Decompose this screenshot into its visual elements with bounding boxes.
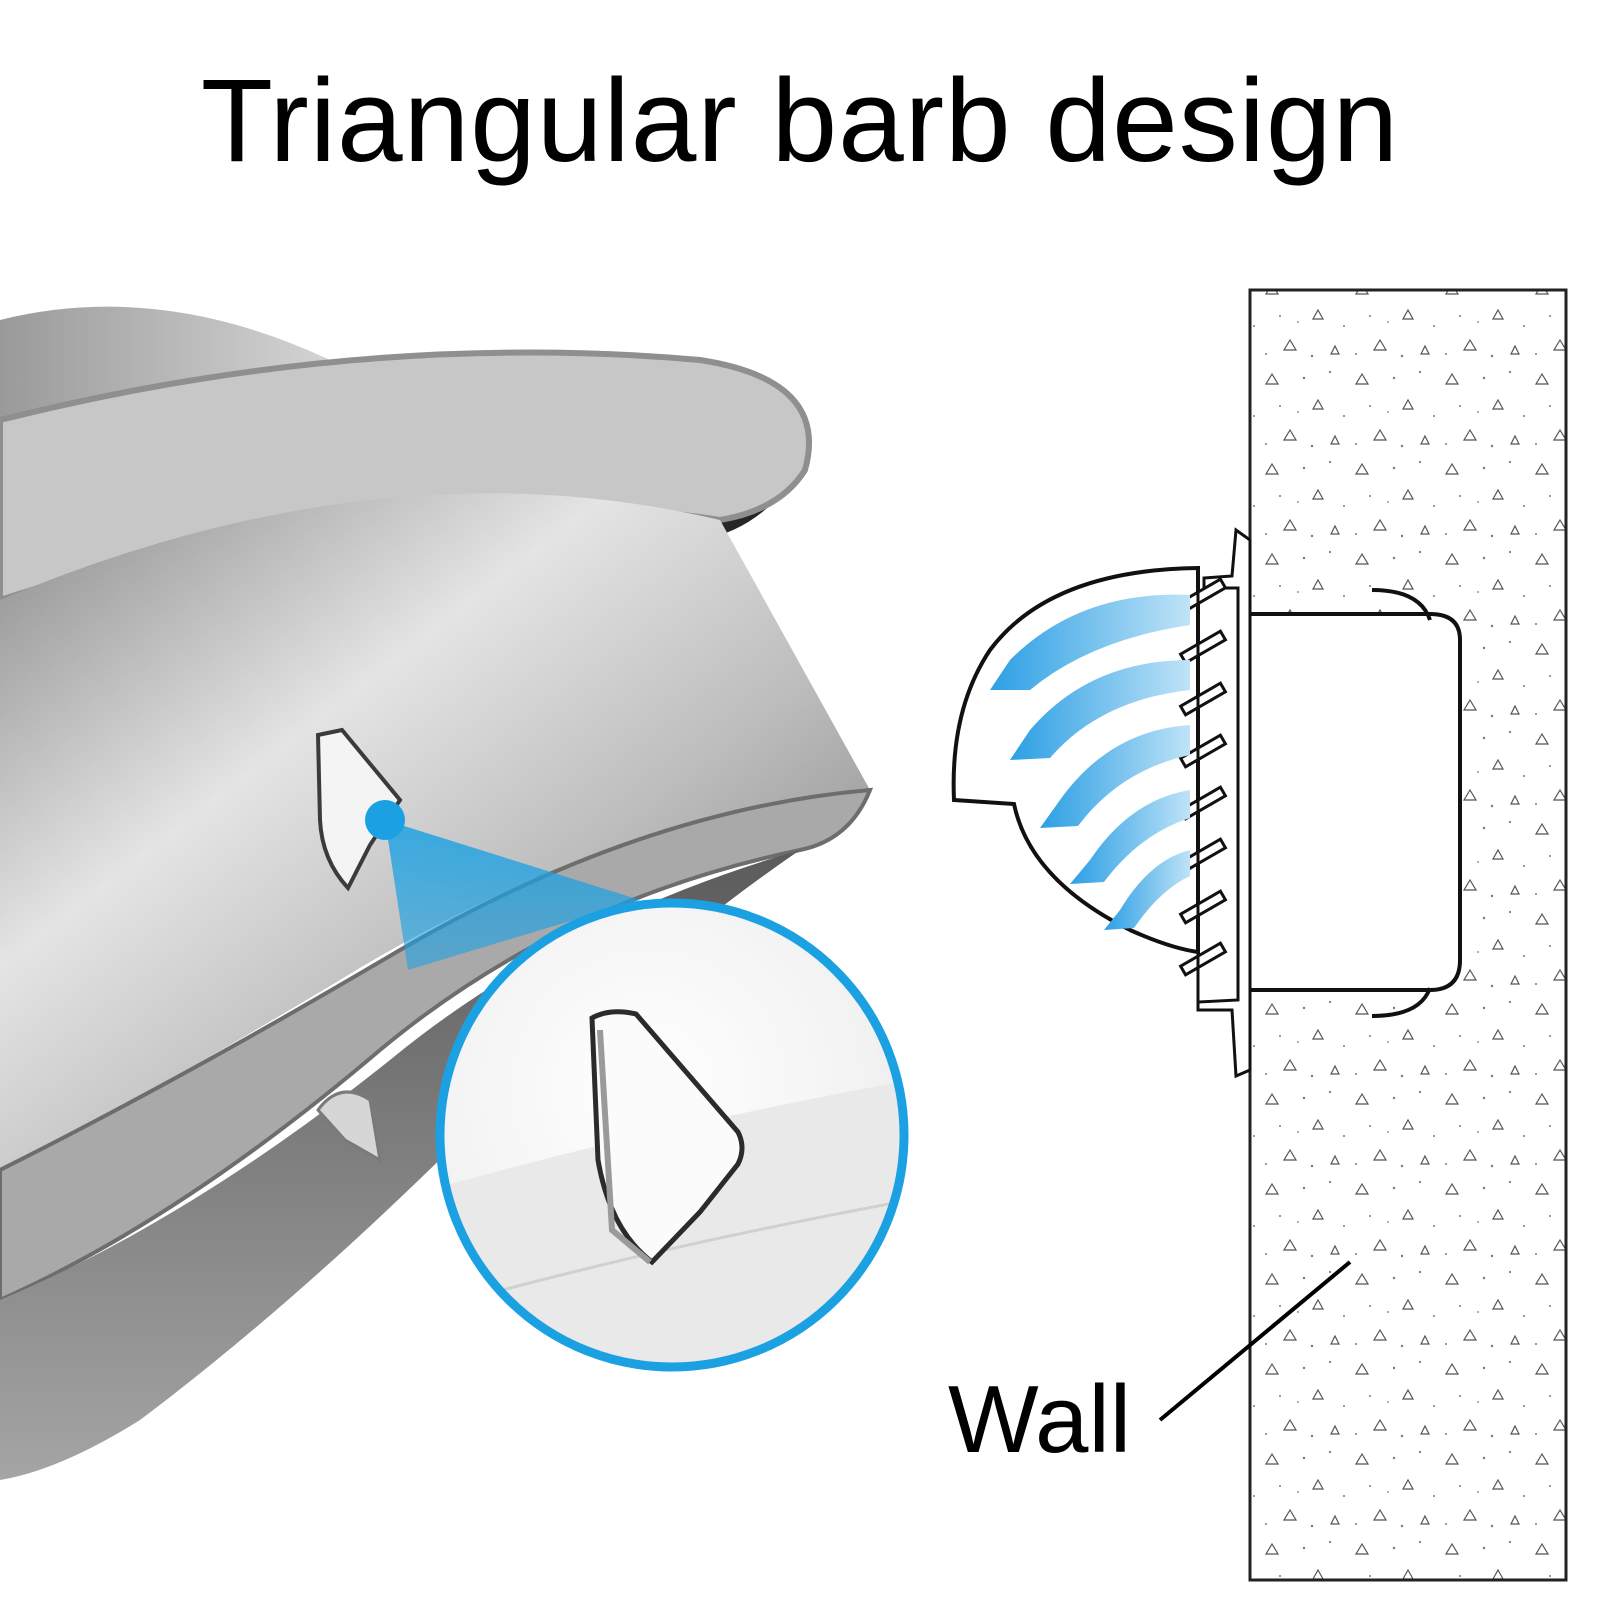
triangular-barb-lower [316, 1090, 382, 1163]
curved-arrow-icon [1070, 790, 1190, 884]
vent-inner-opening [0, 850, 800, 1480]
curved-arrow-icon [990, 594, 1190, 690]
wall-diagram [951, 288, 1568, 1582]
wall-leader-line [1158, 1260, 1352, 1422]
page-title: Triangular barb design [200, 55, 1400, 187]
airflow-arrows [990, 594, 1190, 930]
callout-marker [365, 800, 405, 840]
curved-arrow-icon [1010, 660, 1190, 760]
callout-beam [385, 820, 640, 970]
curved-arrow-icon [1040, 725, 1190, 828]
vent-lower-ring [0, 787, 874, 1303]
vent-cap-photo [0, 306, 874, 1480]
wall-label: Wall [948, 1366, 1132, 1473]
vent-profile [1248, 612, 1462, 992]
vent-body [0, 493, 870, 1170]
curved-arrow-icon [1104, 850, 1190, 930]
zoom-detail [435, 898, 909, 1372]
